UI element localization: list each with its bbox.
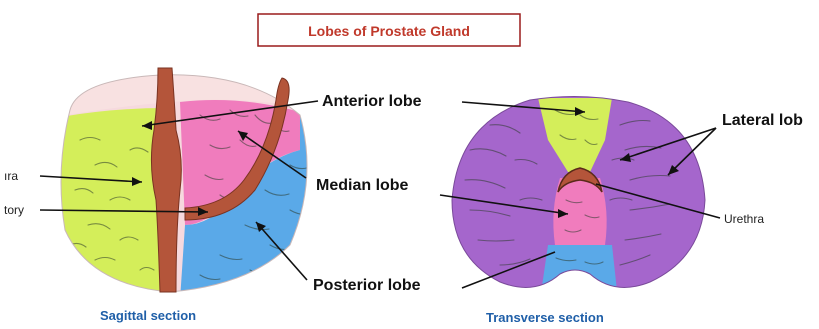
label-posterior-lobe: Posterior lobe <box>313 277 421 294</box>
label-median-lobe: Median lobe <box>316 177 409 194</box>
caption-sagittal-section: Sagittal section <box>100 308 196 323</box>
label-ejaculatory-truncated: tory <box>4 203 24 217</box>
sagittal-section <box>40 60 340 310</box>
title-box: Lobes of Prostate Gland <box>258 14 520 46</box>
label-urethra: Urethra <box>724 212 764 226</box>
label-anterior-lobe: Anterior lobe <box>322 93 422 110</box>
diagram-title: Lobes of Prostate Gland <box>308 23 470 39</box>
caption-transverse-section: Transverse section <box>486 310 604 325</box>
sagittal-anterior-region <box>55 108 165 300</box>
label-urethra-truncated: ıra <box>4 169 18 183</box>
transverse-section <box>440 90 720 300</box>
label-lateral-lobe: Lateral lob <box>722 112 803 129</box>
